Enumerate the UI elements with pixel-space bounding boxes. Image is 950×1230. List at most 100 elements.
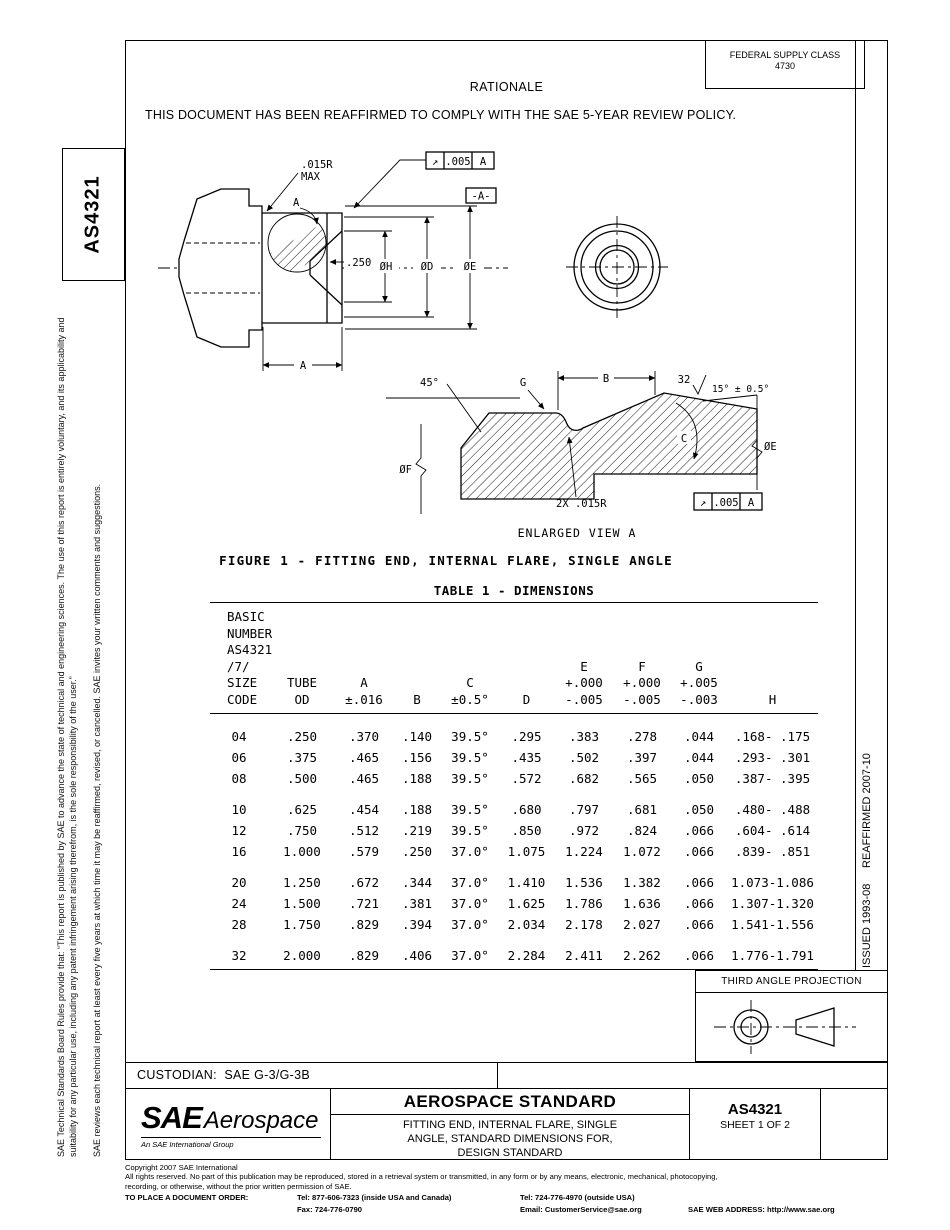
- web-address: SAE WEB ADDRESS: http://www.sae.org: [688, 1205, 835, 1215]
- end-view: [566, 216, 668, 318]
- table-cell: 37.0°: [451, 875, 489, 890]
- table-header-col: D: [522, 691, 531, 707]
- dim-b-label: B: [603, 373, 609, 385]
- rationale-title: RATIONALE: [469, 80, 544, 94]
- title-block-empty-cell: [820, 1089, 888, 1160]
- table-cell: .512: [348, 823, 380, 838]
- table-cell: .050: [683, 771, 715, 786]
- table-cell: .797: [568, 802, 600, 817]
- table-cell: .168- .175: [734, 729, 811, 744]
- table-cell: .972: [568, 823, 600, 838]
- table-header-col: A±.016: [345, 675, 383, 707]
- left-margin-disclaimer-board-rules: SAE Technical Standards Board Rules prov…: [56, 317, 78, 1157]
- doc-number: AS4321: [727, 1101, 783, 1118]
- table-cell: 1.075: [507, 844, 546, 859]
- table-cell: .824: [626, 823, 658, 838]
- table-cell: .681: [626, 802, 658, 817]
- email-address: Email: CustomerService@sae.org: [520, 1205, 642, 1215]
- runout-symbol-icon: ↗: [432, 156, 438, 168]
- table-cell: .156: [401, 750, 433, 765]
- enlarged-view-a: 45° G B 32 15° ± 0.5° C ØE ØF 2X .015R: [386, 371, 777, 540]
- doc-type: AEROSPACE STANDARD: [331, 1089, 689, 1115]
- radius-2x-label: 2X .015R: [556, 498, 607, 510]
- aerospace-logo-word: Aerospace: [203, 1107, 319, 1134]
- table-cell: 28: [231, 917, 247, 932]
- table-cell: .394: [401, 917, 433, 932]
- dia-h-label: ØH: [380, 261, 393, 273]
- angle-c-label: C: [681, 433, 687, 445]
- table-cell: 37.0°: [451, 948, 489, 963]
- rights-line2: recording, or otherwise, without the pri…: [125, 1181, 352, 1191]
- table-header-col: C±0.5°: [451, 675, 489, 707]
- table-cell: .066: [683, 844, 715, 859]
- sae-logo: SAEAerospace An SAE International Group: [125, 1089, 330, 1160]
- reaffirmed-date: REAFFIRMED 2007-10: [861, 753, 873, 868]
- svg-text:.005: .005: [713, 497, 738, 509]
- copyright-line: Copyright 2007 SAE International: [125, 1163, 238, 1172]
- table-cell: .375: [286, 750, 318, 765]
- table-cell: 2.178: [565, 917, 603, 932]
- custodian-row: CUSTODIAN: SAE G-3/G-3B: [125, 1062, 888, 1089]
- break-line-left: [415, 424, 427, 514]
- surface-finish-label: 32: [678, 374, 691, 386]
- detail-circle-a: [267, 213, 327, 273]
- table-cell: .066: [683, 823, 715, 838]
- main-view: A .015R MAX ↗ .005 A: [158, 151, 508, 372]
- title-block: SAEAerospace An SAE International Group …: [125, 1088, 888, 1160]
- table-cell: 1.500: [283, 896, 321, 911]
- table-cell: .454: [348, 802, 380, 817]
- table-cell: .188: [401, 771, 433, 786]
- table-cell: 1.536: [565, 875, 603, 890]
- table-cell: 2.262: [623, 948, 661, 963]
- table-cell: .500: [286, 771, 318, 786]
- table-cell: 20: [231, 875, 247, 890]
- table-cell: .565: [626, 771, 658, 786]
- fitting-body-outline: [178, 188, 343, 348]
- table-cell: 1.073-1.086: [731, 875, 814, 890]
- table-header-col: E+.000-.005: [565, 658, 603, 707]
- table-cell: .721: [348, 896, 380, 911]
- dim-a-label: A: [300, 360, 307, 372]
- table-cell: .044: [683, 750, 715, 765]
- radius-max-callout: .015R: [301, 159, 333, 171]
- federal-supply-class-value: 4730: [774, 61, 796, 71]
- table-cell: 1.786: [565, 896, 603, 911]
- table-cell: .579: [348, 844, 380, 859]
- table-cell: 12: [231, 823, 247, 838]
- order-row-1: TO PLACE A DOCUMENT ORDER: Tel: 877-606-…: [125, 1193, 915, 1203]
- svg-text:A: A: [480, 156, 487, 168]
- svg-text:↗: ↗: [700, 497, 706, 509]
- table-cell: 1.250: [283, 875, 321, 890]
- table-cell: .839- .851: [734, 844, 811, 859]
- detail-a-label: A: [293, 197, 300, 209]
- copyright-block: Copyright 2007 SAE International All rig…: [125, 1163, 915, 1215]
- table-cell: .750: [286, 823, 318, 838]
- document-title-cell: AEROSPACE STANDARD FITTING END, INTERNAL…: [330, 1089, 690, 1160]
- table-cell: .682: [568, 771, 600, 786]
- table-cell: 37.0°: [451, 917, 489, 932]
- table-cell: .383: [568, 729, 600, 744]
- table-cell: .188: [401, 802, 433, 817]
- table-cell: 1.000: [283, 844, 321, 859]
- custodian-text: CUSTODIAN: SAE G-3/G-3B: [137, 1068, 310, 1082]
- table-cell: 39.5°: [451, 750, 489, 765]
- dia-f-label: ØF: [399, 464, 412, 476]
- table-cell: 32: [231, 948, 247, 963]
- dia-e-label: ØE: [464, 261, 477, 273]
- table-cell: .572: [511, 771, 542, 786]
- table-cell: 1.625: [507, 896, 546, 911]
- table-cell: .140: [401, 729, 433, 744]
- third-angle-projection-label: THIRD ANGLE PROJECTION: [696, 971, 887, 993]
- table-cell: 04: [231, 729, 247, 744]
- svg-text:A: A: [748, 497, 755, 509]
- svg-text:MAX: MAX: [301, 171, 321, 183]
- table-cell: .344: [401, 875, 433, 890]
- feature-control-frame-bottom: ↗ .005 A: [693, 492, 763, 511]
